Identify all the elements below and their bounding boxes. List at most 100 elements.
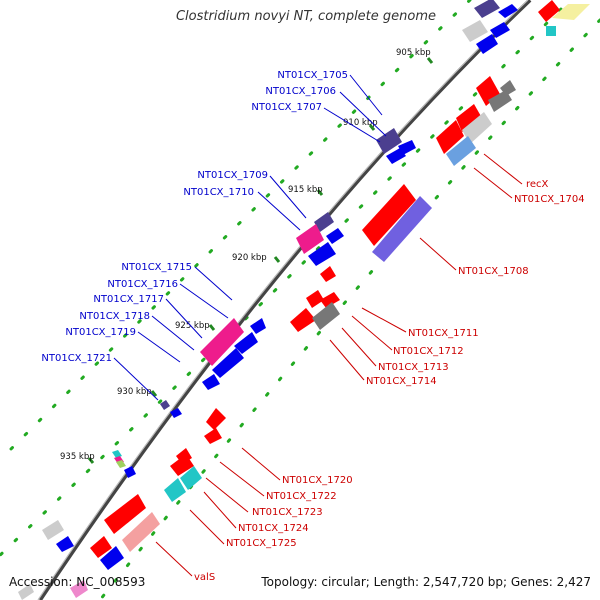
gene-feature[interactable] [104,494,146,534]
gene-label[interactable]: NT01CX_1713 [378,362,449,373]
gene-feature[interactable] [42,520,64,540]
leader-lines-blue [113,74,387,401]
gene-feature[interactable] [476,34,498,54]
leader-line [194,266,233,301]
gene-feature[interactable] [462,112,492,144]
leader-line [351,315,393,351]
gene-label[interactable]: NT01CX_1723 [252,507,323,518]
gene-feature[interactable] [164,478,186,502]
gene-feature[interactable] [498,4,518,18]
gene-label[interactable]: NT01CX_1709 [197,170,268,181]
gene-feature[interactable] [320,266,336,282]
gene-label[interactable]: NT01CX_1710 [183,187,254,198]
gene-feature[interactable] [160,400,170,410]
gene-feature[interactable] [112,450,122,458]
tick-marks [87,57,434,464]
gene-feature[interactable] [546,26,556,36]
gene-feature[interactable] [212,348,244,378]
gene-feature[interactable] [376,128,402,154]
gene-feature[interactable] [398,140,416,155]
tick-label: 905 kbp [396,48,431,58]
gene-label[interactable]: NT01CX_1712 [393,346,464,357]
gene-feature[interactable] [308,242,336,266]
tick-mark [426,57,434,64]
gene-feature[interactable] [116,460,126,468]
ring-guide [0,0,573,558]
gene-feature[interactable] [312,302,340,330]
gene-label[interactable]: NT01CX_1721 [41,353,112,364]
gene-label[interactable]: NT01CX_1719 [65,327,136,338]
gene-feature[interactable] [362,184,416,246]
gene-label[interactable]: NT01CX_1706 [265,86,336,97]
gene-feature[interactable] [296,224,324,254]
reverse-strand-genes [18,0,518,600]
gene-feature[interactable] [204,428,222,444]
gene-feature[interactable] [170,408,182,418]
ring-guide [98,18,600,600]
gene-feature[interactable] [372,196,432,262]
gene-feature[interactable] [306,290,324,308]
gene-feature[interactable] [250,318,266,334]
leader-lines-red [155,153,523,577]
gene-feature[interactable] [326,228,344,244]
gene-label[interactable]: NT01CX_1722 [266,491,337,502]
gene-label[interactable]: NT01CX_1718 [79,311,150,322]
leader-line [257,191,301,231]
gene-feature[interactable] [386,148,406,164]
leader-line [165,298,203,339]
gene-feature[interactable] [100,546,124,570]
gene-label[interactable]: NT01CX_1725 [226,538,297,549]
gene-feature[interactable] [474,0,500,18]
gene-labels-blue: NT01CX_1705 NT01CX_1706 NT01CX_1707 NT01… [41,70,348,364]
gene-feature[interactable] [538,0,560,22]
gene-feature[interactable] [290,308,316,332]
gene-label[interactable]: NT01CX_1708 [458,266,529,277]
leader-line [473,167,513,199]
gene-feature[interactable] [234,332,258,354]
genome-summary-text: Topology: circular; Length: 2,547,720 bp… [261,575,591,589]
gene-feature[interactable] [206,408,226,430]
leader-line [189,509,225,545]
gene-feature[interactable] [180,466,202,490]
gene-feature[interactable] [436,120,464,154]
leader-line [419,237,457,271]
gene-feature[interactable] [456,104,482,132]
gene-label[interactable]: valS [194,572,215,583]
gene-feature[interactable] [202,374,220,390]
gene-label[interactable]: NT01CX_1705 [277,70,348,81]
gene-label[interactable]: recX [526,179,549,190]
gene-feature[interactable] [488,90,512,112]
gene-feature[interactable] [56,536,74,552]
gene-feature[interactable] [122,512,160,552]
gene-label[interactable]: NT01CX_1704 [514,194,585,205]
leader-line [349,74,383,116]
gene-feature[interactable] [446,136,476,166]
leader-line [341,327,377,367]
gene-feature[interactable] [320,292,340,308]
gene-feature[interactable] [490,22,510,38]
gene-feature[interactable] [462,20,488,42]
gene-label[interactable]: NT01CX_1717 [93,294,164,305]
accession-text: Accession: NC_008593 [9,575,146,589]
leader-line [329,339,365,381]
gene-label[interactable]: NT01CX_1711 [408,328,479,339]
gene-feature[interactable] [18,584,34,600]
gene-feature[interactable] [170,454,194,476]
gene-labels-red: recX NT01CX_1704 NT01CX_1708 NT01CX_1711… [194,179,585,583]
gene-label[interactable]: NT01CX_1715 [121,262,192,273]
gene-label[interactable]: NT01CX_1714 [366,376,437,387]
gene-feature[interactable] [124,466,136,478]
gene-label[interactable]: NT01CX_1724 [238,523,309,534]
forward-strand-genes [90,0,590,570]
leader-line [179,283,229,319]
gene-feature[interactable] [552,4,590,20]
gene-label[interactable]: NT01CX_1716 [107,279,178,290]
gene-label[interactable]: NT01CX_1720 [282,475,353,486]
gene-feature[interactable] [70,580,88,598]
gene-label[interactable]: NT01CX_1707 [251,102,322,113]
gene-feature[interactable] [314,212,334,232]
leader-line [241,447,281,481]
gene-feature[interactable] [90,536,112,558]
gene-feature[interactable] [200,318,244,366]
